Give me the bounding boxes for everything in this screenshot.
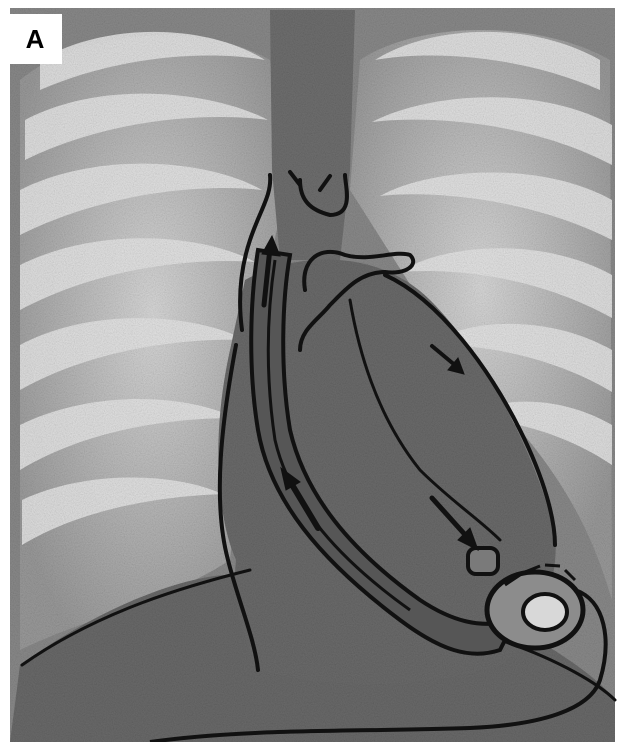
pump-inner-ring [523, 594, 567, 630]
panel-label: A [8, 14, 62, 64]
inflow-cannula-stub [468, 548, 498, 574]
spine-shadow [270, 10, 355, 260]
